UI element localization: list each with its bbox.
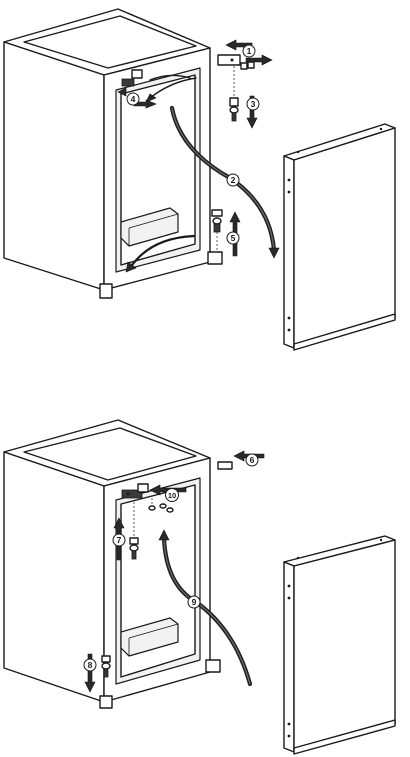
fridge-cabinet-bottom	[3, 419, 233, 709]
step-9-indicator: 9	[158, 529, 253, 687]
step-number: 1	[247, 46, 252, 56]
step-6-indicator: 6	[233, 450, 265, 467]
hinge-assembly-lower-top: 5	[211, 209, 241, 257]
step-number: 5	[231, 233, 236, 243]
step-3-indicator: 3	[246, 95, 260, 129]
step-number: 4	[131, 94, 136, 104]
step-2-indicator: 2	[169, 105, 280, 259]
bottom-curve-arrow-top	[125, 234, 196, 273]
bottom-panel: 6 10 7	[3, 419, 396, 755]
arrow-left-icon	[225, 39, 253, 51]
step-badge-10: 10	[165, 488, 179, 502]
step-number: 6	[250, 455, 255, 465]
step-number: 7	[117, 535, 122, 545]
hinge-assembly-top	[217, 54, 255, 122]
screw-icon	[229, 106, 239, 114]
step-badge-4: 4	[126, 92, 140, 106]
arrow-down-icon	[246, 95, 258, 129]
step-badge-9: 9	[187, 595, 201, 609]
step-8-indicator: 8	[83, 653, 111, 693]
step-number: 10	[168, 491, 176, 500]
step-10-indicator: 10	[148, 484, 187, 513]
hinge-icon	[217, 54, 241, 66]
step-number: 2	[231, 175, 236, 185]
top-panel: 1 3 4	[3, 8, 396, 351]
arrow-right-icon	[245, 54, 273, 66]
step-number: 9	[192, 597, 197, 607]
step-badge-3: 3	[246, 97, 260, 111]
fridge-cabinet-top	[3, 8, 223, 299]
step-badge-8: 8	[83, 658, 97, 672]
step-number: 8	[88, 660, 93, 670]
step-1-indicator: 1	[225, 39, 273, 66]
step-badge-6: 6	[245, 453, 259, 467]
step-badge-2: 2	[226, 173, 240, 187]
step-badge-1: 1	[242, 44, 256, 58]
step-badge-5: 5	[226, 231, 240, 245]
step-badge-7: 7	[112, 533, 126, 547]
door-panel-bottom	[283, 535, 396, 755]
step-4-indicator: 4	[117, 74, 197, 109]
door-panel-top	[283, 123, 396, 351]
arrow-down-icon	[84, 653, 96, 693]
step-7-indicator: 7	[112, 502, 139, 561]
step-number: 3	[251, 99, 256, 109]
